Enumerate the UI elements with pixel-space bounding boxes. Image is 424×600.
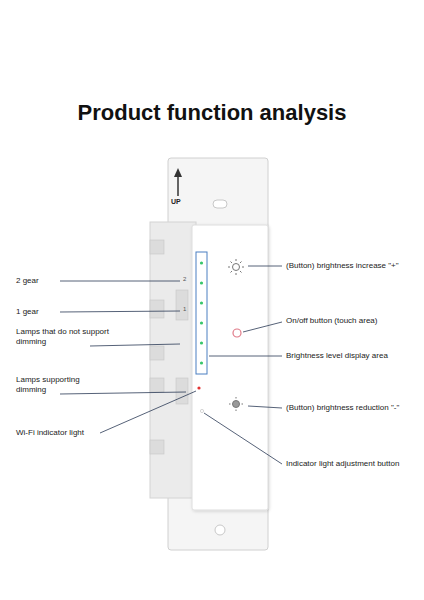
callout-label: Lamps that do not support dimming — [16, 327, 112, 346]
callout-label: 2 gear — [16, 276, 39, 286]
callout-label: On/off button (touch area) — [286, 316, 377, 326]
callout-label: Indicator light adjustment button — [286, 459, 399, 469]
callout-label: (Button) brightness reduction "-" — [286, 403, 399, 413]
page-title: Product function analysis — [0, 100, 424, 126]
direction-label: UP — [171, 198, 181, 206]
gear-number: 1 — [183, 306, 186, 313]
callout-label: 1 gear — [16, 307, 39, 317]
callout-label: Brightness level display area — [286, 351, 388, 361]
callout-label: Wi-Fi indicator light — [16, 428, 84, 438]
callout-label: (Button) brightness increase "+" — [286, 261, 399, 271]
gear-number: 2 — [183, 276, 186, 283]
callout-label: Lamps supporting dimming — [16, 375, 112, 394]
